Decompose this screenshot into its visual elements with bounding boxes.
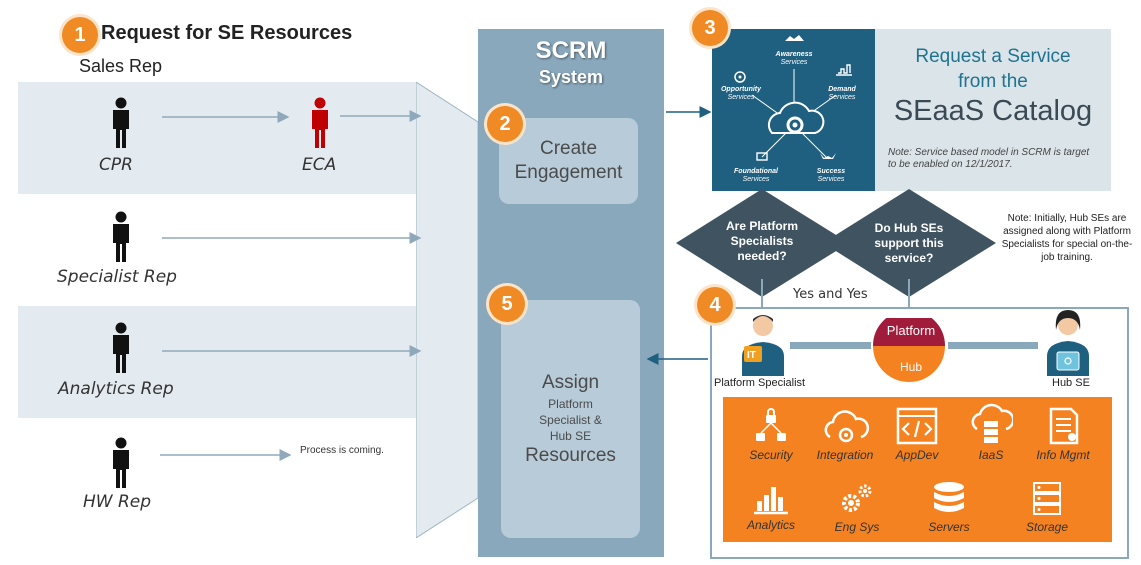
appdev-offering: AppDev	[875, 407, 959, 462]
service-offerings-box: Security Integration AppDev IaaS Info Mg…	[723, 397, 1112, 542]
platform-hub-connector	[790, 318, 1038, 384]
hub-se-label: Hub SE	[1052, 377, 1090, 389]
eca-person-icon	[312, 97, 328, 148]
sales-rep-heading: Sales Rep	[79, 56, 163, 76]
storage-icon	[1033, 482, 1061, 515]
step-4-panel	[710, 307, 1129, 559]
request-line-1: Request a Service	[915, 46, 1071, 67]
cloud-server-icon	[971, 403, 1013, 443]
platform-specialist-label: Platform Specialist	[714, 377, 806, 389]
lane-cpr	[18, 82, 416, 194]
step-4-badge: 4	[697, 287, 733, 323]
lane-analytics	[18, 306, 416, 418]
platform-label: Platform	[886, 323, 936, 338]
seaas-catalog-title: SEaaS Catalog	[893, 95, 1093, 127]
integration-offering: Integration	[803, 407, 887, 462]
code-icon	[896, 407, 938, 445]
cpr-person-icon	[113, 97, 129, 148]
assign-platform-label: Platform	[548, 397, 593, 411]
assign-label: Assign	[541, 372, 600, 393]
service-model-note: Note: Service based model in SCRM is tar…	[888, 147, 1090, 170]
step-2-badge: 2	[487, 106, 523, 142]
analytics-offering: Analytics	[729, 477, 813, 532]
hub-se-avatar-icon	[1047, 310, 1089, 376]
security-offering: Security	[729, 407, 813, 462]
step-1-badge: 1	[62, 17, 98, 53]
resources-label: Resources	[525, 445, 616, 466]
specialist-rep-label: Specialist Rep	[57, 267, 177, 287]
step-5-badge: 5	[489, 286, 525, 322]
info-mgmt-offering: Info Mgmt	[1021, 407, 1105, 462]
assign-hub-se-label: Hub SE	[549, 429, 592, 443]
lane-specialist	[18, 194, 416, 306]
specialist-rep-person-icon	[113, 211, 129, 262]
scrm-title: SCRM	[535, 37, 607, 64]
assign-resources-box: Assign Platform Specialist & Hub SE Reso…	[501, 300, 640, 538]
scrm-arrows	[646, 106, 712, 365]
request-service-panel: Request a Service from the SEaaS Catalog…	[875, 29, 1111, 191]
assign-specialist-label: Specialist &	[539, 413, 602, 427]
iaas-offering: IaaS	[949, 403, 1033, 462]
gears-icon	[842, 484, 872, 512]
eng-sys-offering: Eng Sys	[815, 481, 899, 534]
catalog-hub-diagram	[734, 35, 852, 161]
hub-label: Hub	[899, 360, 922, 374]
step-3-badge: 3	[692, 10, 728, 46]
step-1-title: Request for SE Resources	[101, 22, 353, 44]
security-icon	[756, 408, 786, 441]
process-coming-note: Process is coming.	[300, 445, 384, 456]
lane-hw	[18, 418, 416, 538]
hw-rep-label: HW Rep	[83, 492, 152, 512]
database-icon	[934, 482, 964, 512]
document-icon	[1049, 407, 1079, 445]
engagement-label: Engagement	[514, 162, 623, 183]
hub-se-training-note: Note: Initially, Hub SEs are assigned al…	[1001, 213, 1133, 263]
servers-offering: Servers	[907, 479, 991, 534]
create-engagement-box: Create Engagement	[499, 118, 638, 204]
analytics-rep-person-icon	[113, 322, 129, 373]
yes-and-yes-label: Yes and Yes	[793, 287, 868, 302]
bar-chart-icon	[754, 487, 788, 515]
lane-arrows	[160, 110, 422, 461]
cpr-label: CPR	[99, 155, 133, 175]
scrm-subtitle: System	[538, 67, 604, 87]
hw-rep-person-icon	[113, 437, 129, 488]
platform-specialist-avatar-icon: IT	[742, 315, 784, 376]
cloud-integration-icon	[824, 410, 870, 443]
lane-funnel-connector	[416, 82, 478, 538]
decision-diamonds	[676, 189, 996, 307]
create-label: Create	[539, 138, 598, 159]
svg-text:IT: IT	[747, 350, 756, 361]
eca-label: ECA	[302, 155, 337, 175]
request-line-2: from the	[958, 71, 1028, 92]
storage-offering: Storage	[1005, 479, 1089, 534]
analytics-rep-label: Analytics Rep	[58, 379, 174, 399]
